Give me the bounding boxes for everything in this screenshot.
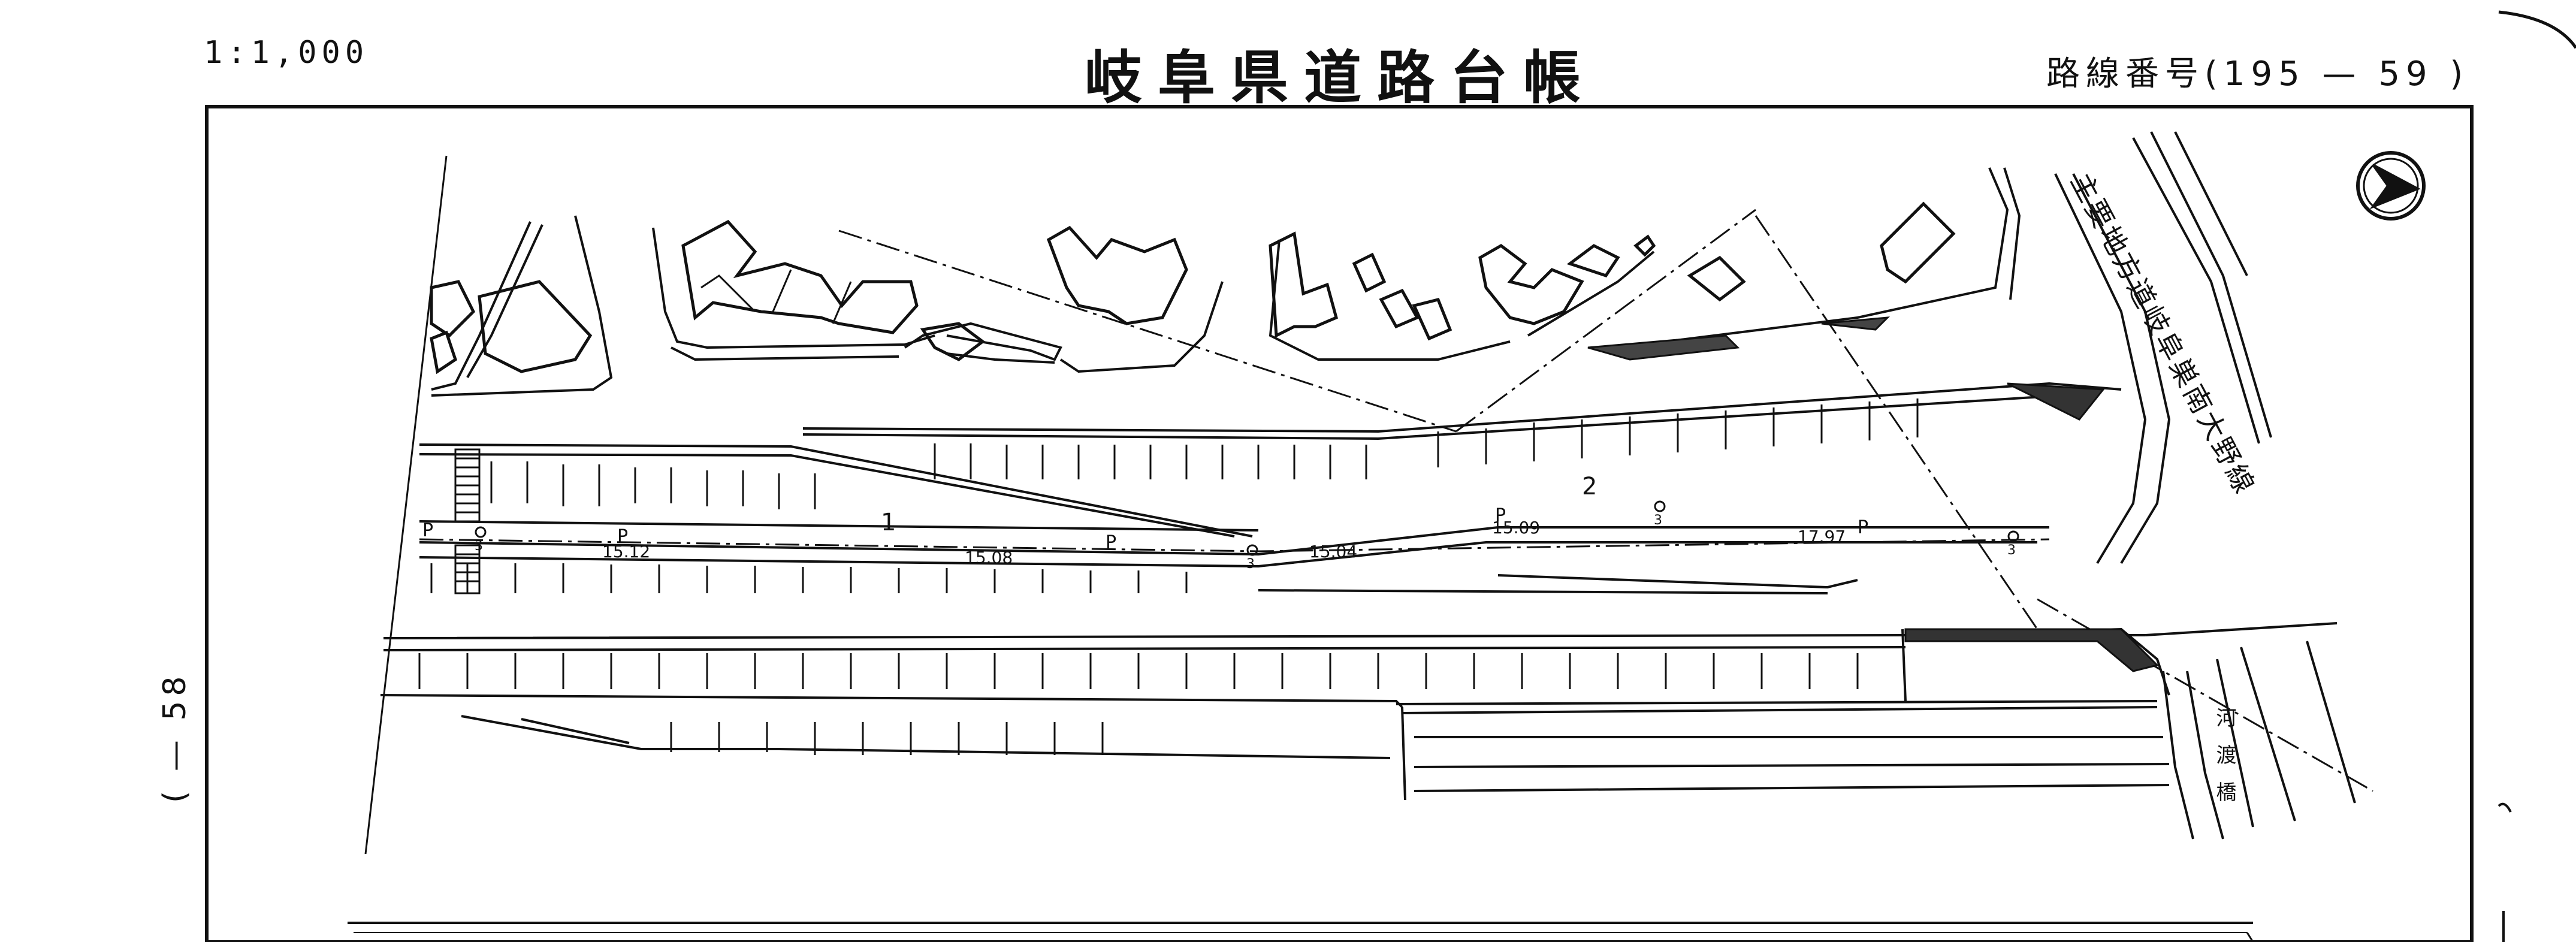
left-boundary (364, 155, 448, 855)
connecting-road-label: 主要地方道岐阜巣南大野線 (2064, 168, 2261, 500)
point-label: P (617, 526, 628, 547)
elevation-label: 15.04 (1309, 542, 1357, 561)
elevation-label: 15.09 (1492, 518, 1540, 538)
point-label: P (1495, 505, 1506, 526)
marker-label: 3 (2007, 543, 2016, 558)
main-road-edges (380, 382, 2356, 840)
point-label: P (422, 520, 433, 541)
section-number-2: 2 (1582, 473, 1597, 500)
upper-road-edges (431, 131, 2272, 564)
map-frame (205, 105, 2474, 942)
bridge-label: 河渡橋 (2212, 707, 2236, 819)
stairway-structure (454, 448, 481, 594)
marker-label: 3 (475, 539, 483, 554)
slope-ticks (418, 398, 1919, 755)
sheet-edge-right-mark (2498, 802, 2512, 813)
benchmark-markers (475, 500, 2019, 556)
map-scale: 1:1,000 (204, 35, 369, 71)
page-title: 岐阜県道路台帳 (1085, 44, 1596, 111)
point-label: P (1106, 532, 1116, 553)
sheet-edge-right (2498, 10, 2576, 49)
marker-label: 3 (1246, 557, 1255, 572)
building-group-left (430, 201, 1956, 375)
point-label: P (1858, 517, 1868, 538)
north-arrow-icon (2356, 151, 2426, 221)
route-number: 路線番号(195 — 59 ) (2046, 55, 2469, 93)
embankment-hatching (1587, 316, 2159, 672)
marker-label: 3 (1654, 513, 1662, 528)
section-number-1: 1 (881, 509, 896, 536)
elevation-label: 15.12 (602, 542, 650, 561)
elevation-label: 17.97 (1798, 527, 1846, 547)
elevation-label: 15.08 (965, 548, 1013, 567)
